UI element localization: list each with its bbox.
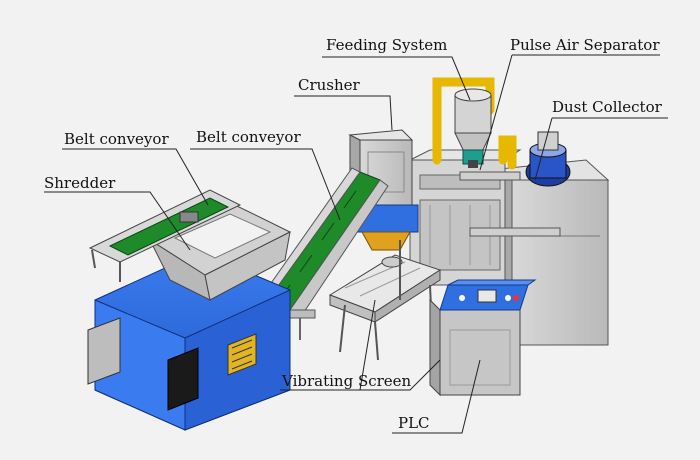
label-feeding-system: Feeding System [326,36,448,54]
label-belt-conveyor-left: Belt conveyor [64,130,169,148]
label-pulse-air-separator: Pulse Air Separator [510,36,660,54]
plc-cabinet [429,279,537,397]
label-plc: PLC [398,414,430,432]
dust-collector [488,131,610,346]
shredder-base [87,251,291,431]
leader-lines [44,54,668,434]
belt-conveyor-right [254,167,389,340]
label-vibrating-screen: Vibrating Screen [282,372,412,390]
vibrating-screen [328,240,442,361]
label-shredder: Shredder [44,174,116,192]
label-belt-conveyor-right: Belt conveyor [196,128,301,146]
label-crusher: Crusher [298,76,360,94]
shredder-grille [227,333,257,376]
pulse-air-separator [454,88,492,168]
label-dust-collector: Dust Collector [552,98,662,116]
belt-conveyor-left [88,189,242,282]
